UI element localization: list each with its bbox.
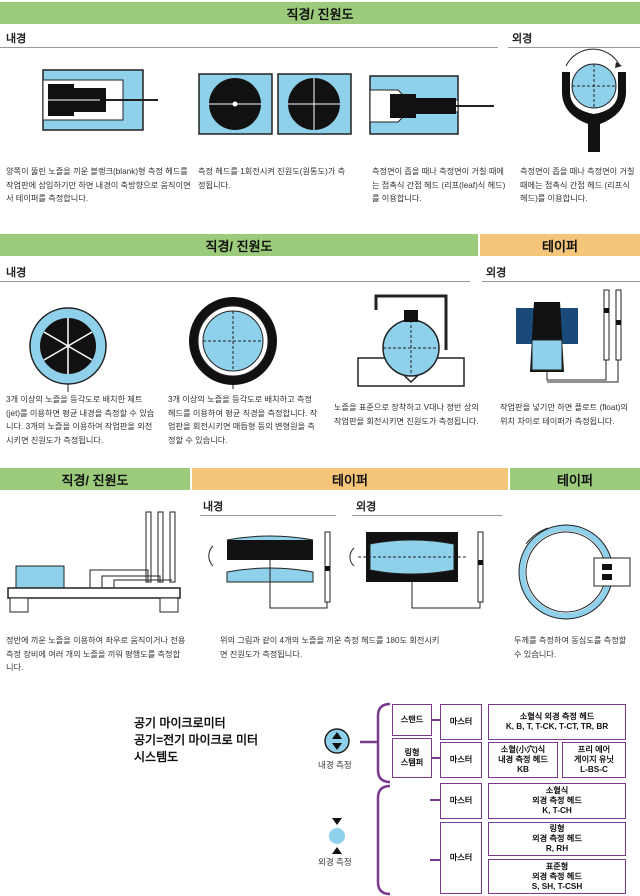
ring-head-figure: [189, 297, 277, 389]
box-line: 외경 측정 헤드: [532, 834, 582, 843]
four-nozzle-inner-figure: [208, 531, 331, 609]
box-line: 링형: [549, 824, 565, 833]
outer-head-box-3: 표준형 외경 측정 헤드 S, SH, T-CSH: [488, 859, 626, 894]
system-title-line: 공기 마이크로미터: [134, 716, 226, 730]
ring-line: 링형: [404, 748, 420, 757]
section1-header: 직경/ 진원도: [0, 2, 640, 24]
rotation-figure: [198, 73, 352, 135]
section3-header-mid: 테이퍼: [192, 468, 508, 490]
inner-measure-label: 내경 측정: [318, 760, 352, 770]
box-line: S, SH, T-CSH: [531, 881, 583, 891]
section1-desc-3: 측정면이 좁을 때나 측정면이 거칠 때에는 접촉식 간접 헤드 (리프(lea…: [372, 167, 506, 203]
system-title-line: 공기=전기 마이크로 미터: [134, 733, 259, 747]
system-title: 공기 마이크로미터 공기=전기 마이크로 미터 시스템도: [134, 715, 304, 766]
section2-inner-label: 내경: [6, 267, 27, 279]
divider: [482, 281, 640, 282]
box-line: 소혈식 외경 측정 헤드: [519, 712, 595, 721]
ring-stamper-box: 링형 스템퍼: [392, 738, 432, 778]
inner-head-box-2: 소혈(小穴)식 내경 측정 헤드 KB: [488, 742, 558, 778]
box-line: 게이지 유닛: [574, 755, 614, 764]
box-line: K, B, T, T-CK, T-CT, TR, BR: [505, 722, 609, 731]
master-box: 마스터: [440, 822, 482, 894]
section3-desc-3: 두께를 측정하여 동심도를 측정할 수 있습니다.: [514, 636, 627, 659]
section2-desc-4: 작업판을 넣기만 하면 플로트 (float)의 위치 차이로 테이퍼가 측정됩…: [500, 403, 628, 426]
divider: [200, 515, 336, 516]
section2-outer-label: 외경: [486, 267, 507, 279]
outer-head-box-2: 링형 외경 측정 헤드 R, RH: [488, 822, 626, 856]
box-line: 표준형: [545, 861, 569, 871]
concentricity-figure: [518, 524, 631, 620]
box-line: 외경 측정 헤드: [532, 871, 582, 881]
free-air-unit-box: 프리 에어 게이지 유닛 L-BS-C: [562, 742, 626, 778]
connector-lines: [360, 702, 440, 896]
section1-inner-label: 내경: [6, 33, 27, 45]
ring-line: 스템퍼: [400, 758, 424, 767]
section3-desc-1: 정반에 끼운 노즐을 이용하여 좌우로 움직이거나 전용 측정 장비에 여러 개…: [6, 636, 186, 672]
section3-inner-label: 내경: [203, 501, 224, 513]
system-title-line: 시스템도: [134, 750, 179, 764]
blank-head-figure: [42, 69, 158, 131]
divider: [352, 515, 502, 516]
box-line: 소혈식: [545, 786, 569, 795]
section1-desc-4: 측정면이 좁을 때나 측정면이 거칠 때에는 접촉식 간접 헤드 (리프식 헤드…: [520, 167, 635, 203]
jet-figure: [29, 307, 107, 392]
master-box: 마스터: [440, 742, 482, 778]
section3-outer-label: 외경: [356, 501, 377, 513]
section2-desc-1: 3개 이상의 노즐을 등각도로 배치한 제트(jet)를 이용하면 평균 내경을…: [6, 395, 155, 445]
section1-desc-1: 양쪽이 뚫린 노즐을 끼운 블랭크(blank)형 측정 헤드를 작업판에 삽입…: [6, 167, 191, 203]
outer-leaf-figure: [562, 48, 626, 152]
four-nozzle-outer-figure: [349, 531, 484, 609]
leaf-head-figure: [369, 75, 494, 135]
section2-desc-3: 노즐을 표준으로 장착하고 V대나 정반 상의 작업판을 회전시키면 진원도가 …: [334, 403, 479, 426]
inner-measure-icon: [324, 728, 350, 754]
master-box: 마스터: [440, 704, 482, 740]
outer-measure-label: 외경 측정: [318, 857, 352, 867]
outer-head-box-1: 소혈식 외경 측정 헤드 K, T-CH: [488, 783, 626, 819]
section3-desc-2: 위의 그림과 같이 4개의 노즐을 끼운 측정 헤드를 180도 회전시키면 진…: [220, 636, 440, 659]
section2-header-left: 직경/ 진원도: [0, 234, 478, 256]
box-line: KB: [517, 765, 529, 774]
divider: [0, 281, 470, 282]
box-line: K, T-CH: [542, 806, 572, 815]
box-line: L-BS-C: [580, 765, 608, 774]
section1-desc-2: 측정 헤드를 1회전시켜 진원도(원통도)가 측정됩니다.: [198, 167, 346, 190]
outer-measure-icon: [329, 818, 345, 854]
section2-header-right: 테이퍼: [480, 234, 640, 256]
box-line: 프리 에어: [577, 745, 611, 754]
box-line: 소혈(小穴)식: [500, 745, 546, 754]
inner-head-box-1: 소혈식 외경 측정 헤드 K, B, T, T-CK, T-CT, TR, BR: [488, 704, 626, 740]
divider: [0, 47, 498, 48]
box-line: R, RH: [545, 844, 569, 853]
stand-box: 스탠드: [392, 704, 432, 736]
v-block-figure: [357, 294, 465, 387]
box-line: 외경 측정 헤드: [532, 796, 582, 805]
surface-plate-figure: [7, 511, 181, 613]
section3-header-right: 테이퍼: [510, 468, 640, 490]
divider: [508, 47, 640, 48]
master-box: 마스터: [440, 783, 482, 819]
section1-outer-label: 외경: [512, 33, 533, 45]
float-taper-figure: [516, 289, 622, 383]
section3-header-left: 직경/ 진원도: [0, 468, 190, 490]
box-line: 내경 측정 헤드: [498, 755, 548, 764]
section2-desc-2: 3개 이상의 노즐을 등각도로 배치하고 측정 헤드를 이용하여 평균 직경을 …: [168, 395, 318, 445]
